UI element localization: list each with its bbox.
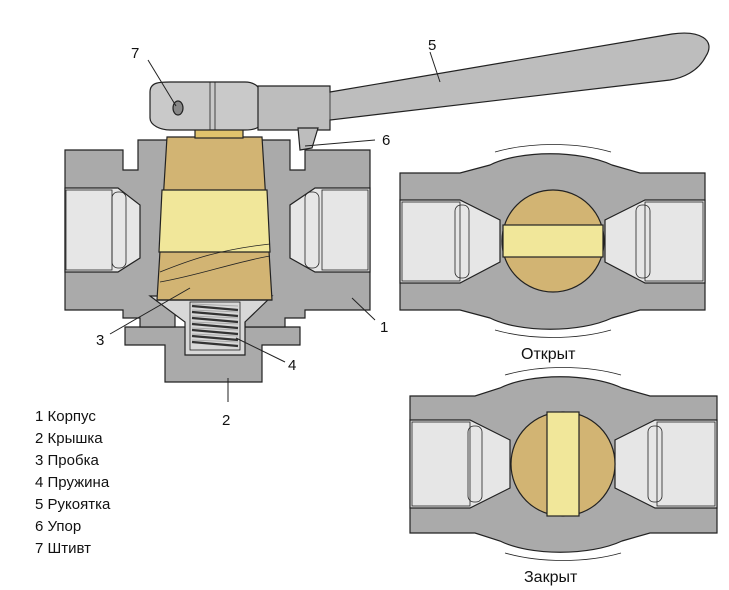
- caption-closed: Закрыт: [524, 569, 578, 586]
- closed-passage: [546, 411, 580, 517]
- callout-4: 4: [288, 357, 296, 374]
- legend-item: 5 Рукоятка: [35, 496, 111, 513]
- callout-6: 6: [382, 132, 390, 149]
- nut: [149, 81, 263, 131]
- closed-state-view: [409, 367, 718, 561]
- callout-7: 7: [131, 45, 139, 62]
- leader-lines: [109, 51, 441, 402]
- callout-5: 5: [428, 37, 436, 54]
- open-passage: [502, 224, 604, 258]
- open-state-view: [399, 144, 706, 338]
- callout-1: 1: [380, 319, 388, 336]
- legend-item: 7 Штивт: [35, 540, 92, 557]
- legend-item: 6 Упор: [35, 518, 82, 535]
- stop-part: [297, 127, 319, 151]
- caption-open: Открыт: [521, 346, 576, 363]
- handle-part: [257, 32, 710, 131]
- legend-item: 1 Корпус: [35, 408, 96, 425]
- legend-item: 4 Пружина: [35, 474, 110, 491]
- main-valve-section: [64, 32, 710, 383]
- callout-3: 3: [96, 332, 104, 349]
- callout-2: 2: [222, 412, 230, 429]
- parts-legend: 1 Корпус 2 Крышка 3 Пробка 4 Пружина 5 Р…: [35, 406, 110, 560]
- legend-item: 3 Пробка: [35, 452, 99, 469]
- right-port-thread: [321, 189, 369, 271]
- right-port-bore: [289, 187, 371, 273]
- legend-item: 2 Крышка: [35, 430, 103, 447]
- plug-part: [156, 136, 273, 301]
- left-port-bore: [64, 187, 141, 273]
- spring-part: [189, 301, 241, 351]
